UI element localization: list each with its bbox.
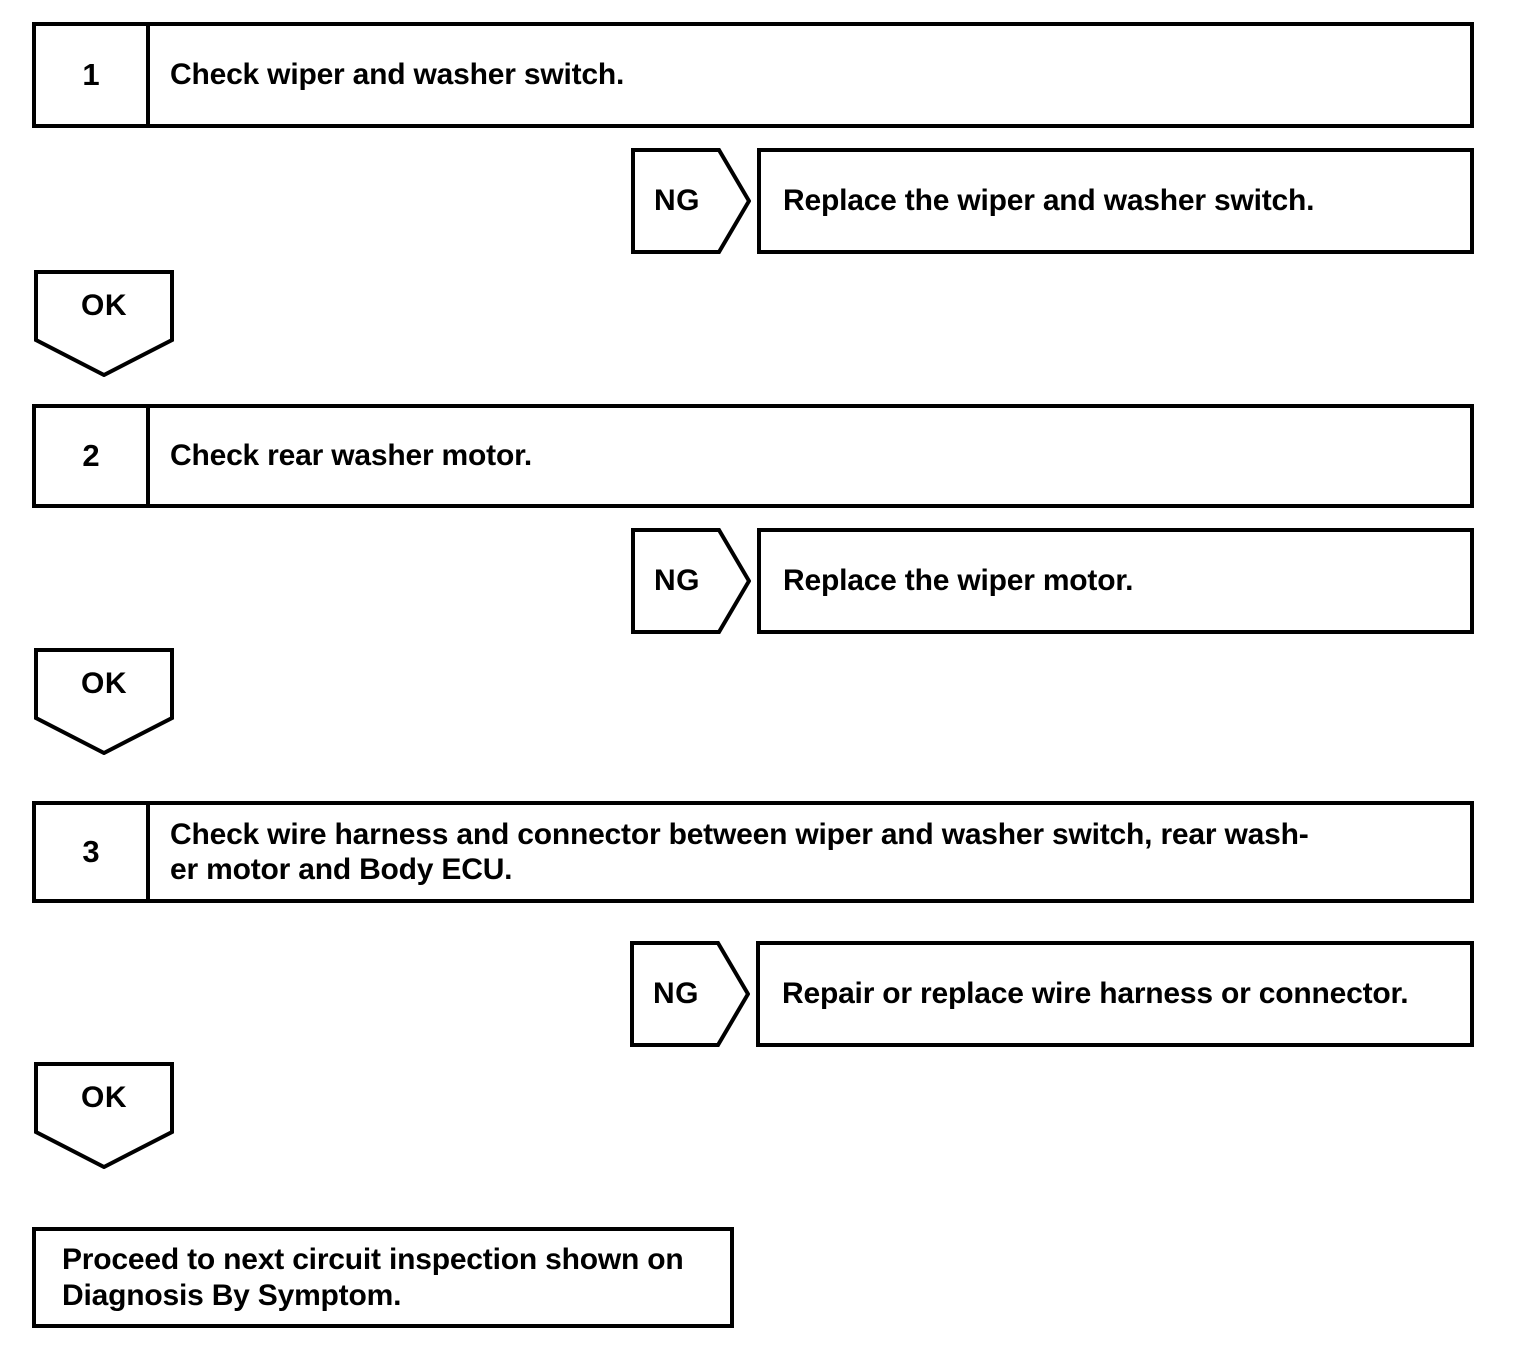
ok-pentagon-icon: [34, 648, 174, 755]
ng-pentagon-icon: [631, 148, 751, 254]
ng-branch-3: NG: [630, 941, 750, 1047]
ok-pentagon-icon: [34, 1062, 174, 1169]
ng-result-box-3: Repair or replace wire harness or connec…: [756, 941, 1474, 1047]
ng-label-2: NG: [654, 564, 700, 597]
ok-branch-1: OK: [34, 270, 174, 377]
ok-branch-3: OK: [34, 1062, 174, 1169]
step-number-1: 1: [36, 26, 150, 124]
ok-label-1: OK: [81, 289, 127, 322]
step-text-3: Check wire harness and connector between…: [170, 817, 1309, 886]
step-text-1: Check wiper and washer switch.: [170, 58, 625, 92]
ok-label-2: OK: [81, 667, 127, 700]
step-text-2: Check rear washer motor.: [170, 439, 533, 473]
step-number-3: 3: [36, 805, 150, 899]
step-box-3: 3 Check wire harness and connector betwe…: [32, 801, 1474, 903]
step-number-2: 2: [36, 408, 150, 504]
ng-branch-1: NG: [631, 148, 751, 254]
step-box-1: 1 Check wiper and washer switch.: [32, 22, 1474, 128]
step-box-2: 2 Check rear washer motor.: [32, 404, 1474, 508]
ng-result-box-1: Replace the wiper and washer switch.: [757, 148, 1474, 254]
ok-pentagon-icon: [34, 270, 174, 377]
terminal-box: Proceed to next circuit inspection shown…: [32, 1227, 734, 1328]
ng-label-1: NG: [654, 184, 700, 217]
ng-label-3: NG: [653, 977, 699, 1010]
ok-branch-2: OK: [34, 648, 174, 755]
ok-label-3: OK: [81, 1081, 127, 1114]
ng-result-box-2: Replace the wiper motor.: [757, 528, 1474, 634]
ng-pentagon-icon: [630, 941, 750, 1047]
ng-branch-2: NG: [631, 528, 751, 634]
ng-pentagon-icon: [631, 528, 751, 634]
